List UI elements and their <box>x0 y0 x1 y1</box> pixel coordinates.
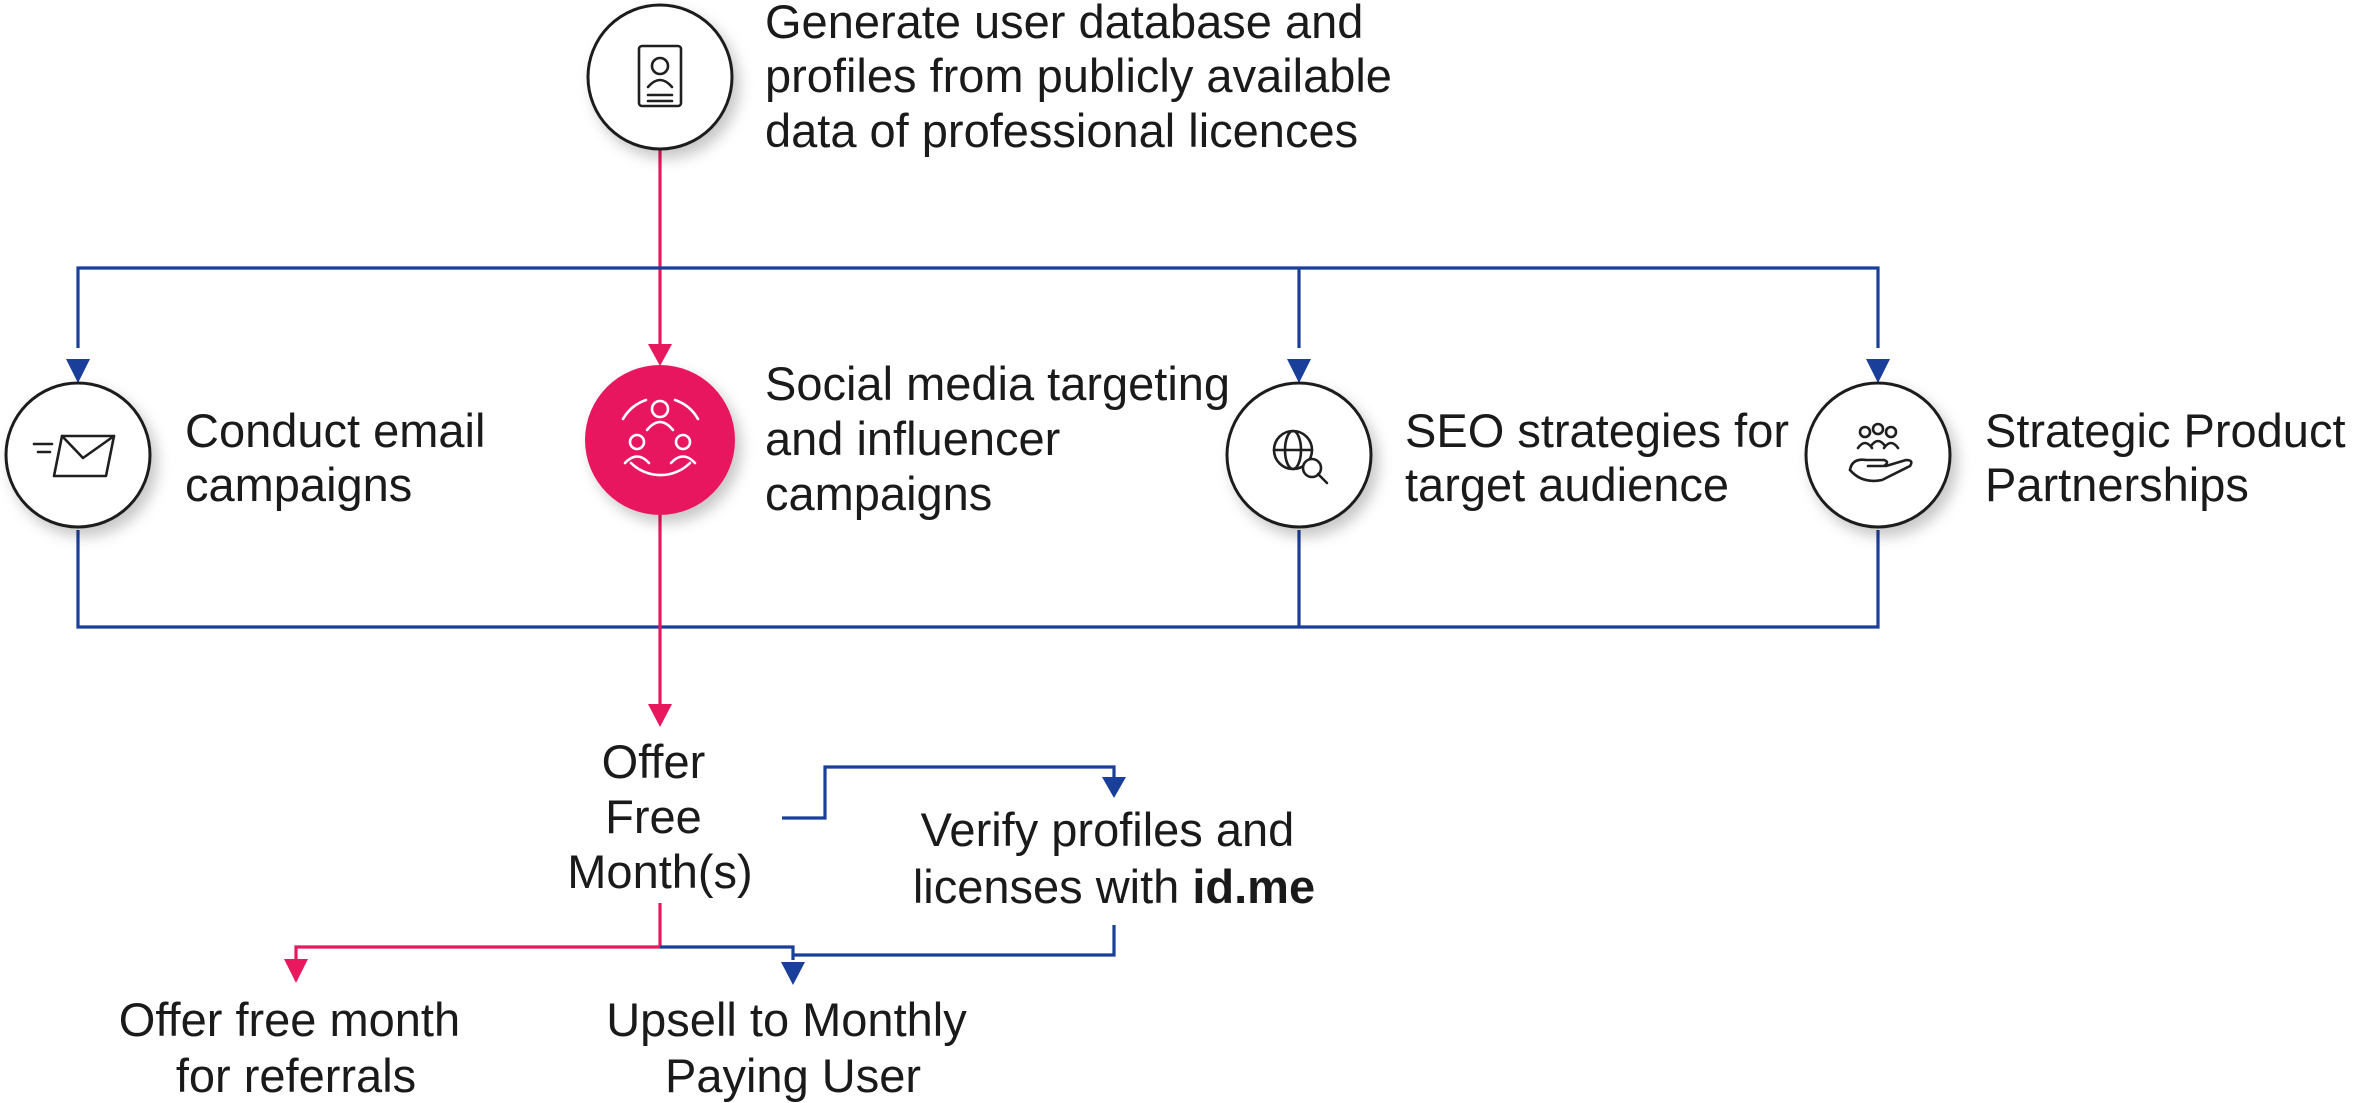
node-social <box>585 365 735 515</box>
email-label-line-1: Conduct email <box>185 404 485 457</box>
connector-verify-to-upsell <box>793 925 1116 957</box>
partnerships-label: Strategic Product Partnerships <box>1985 404 2356 511</box>
upsell-label: Upsell to Monthly Paying User <box>606 993 980 1102</box>
connector-distribution-bus <box>76 266 1880 348</box>
referral-label-line-2: for referrals <box>176 1049 416 1102</box>
arrowhead-verify <box>1102 777 1126 798</box>
connector-offer-to-referral <box>294 903 662 960</box>
verify-label-line-2: licenses with id.me <box>913 860 1315 913</box>
verify-label: Verify profiles and licenses with id.me <box>913 803 1315 913</box>
email-label-line-2: campaigns <box>185 458 412 511</box>
people-network-icon <box>621 398 700 477</box>
arrowhead-offer <box>648 704 672 727</box>
node-seo <box>1225 381 1373 529</box>
seo-label-line-1: SEO strategies for <box>1405 404 1789 457</box>
seo-label: SEO strategies for target audience <box>1405 404 1802 511</box>
social-label-line-3: campaigns <box>765 467 992 520</box>
verify-label-prefix: licenses with <box>913 860 1193 913</box>
offer-label-line-2: Free <box>605 790 702 843</box>
upsell-label-line-2: Paying User <box>665 1049 921 1102</box>
connectors <box>66 150 1890 985</box>
partnerships-label-line-2: Partnerships <box>1985 458 2249 511</box>
source-label-line-1: Generate user database and <box>765 0 1363 48</box>
idme-brand: id.me <box>1192 860 1315 913</box>
connector-offer-to-verify <box>782 765 1116 820</box>
node-email <box>4 381 152 529</box>
partnerships-label-line-1: Strategic Product <box>1985 404 2346 457</box>
node-source <box>586 3 734 151</box>
offer-label-line-1: Offer <box>602 735 706 788</box>
upsell-label-line-1: Upsell to Monthly <box>606 993 967 1046</box>
verify-label-line-1: Verify profiles and <box>921 803 1295 856</box>
referral-label: Offer free month for referrals <box>119 993 473 1102</box>
connector-offer-to-upsell <box>660 945 795 960</box>
source-label-line-2: profiles from publicly available <box>765 49 1392 102</box>
arrowhead-upsell <box>781 962 805 985</box>
arrowhead-seo <box>1287 359 1311 383</box>
node-partnerships <box>1804 381 1952 529</box>
seo-label-line-2: target audience <box>1405 458 1729 511</box>
source-label-line-3: data of professional licences <box>765 104 1358 157</box>
arrowhead-referral <box>284 959 308 983</box>
social-label: Social media targeting and influencer ca… <box>765 357 1243 520</box>
source-label: Generate user database and profiles from… <box>765 0 1405 157</box>
globe-search-icon <box>1272 429 1329 485</box>
profile-document-icon <box>637 44 683 108</box>
arrowhead-social <box>648 344 672 366</box>
hand-people-icon <box>1848 422 1913 483</box>
social-label-line-2: and influencer <box>765 412 1060 465</box>
offer-label: Offer Free Month(s) <box>567 735 752 898</box>
arrowhead-partnerships <box>1866 359 1890 383</box>
email-send-icon <box>32 434 116 478</box>
social-label-line-1: Social media targeting <box>765 357 1230 410</box>
email-label: Conduct email campaigns <box>185 404 499 511</box>
offer-label-line-3: Month(s) <box>567 845 752 898</box>
connector-collection-bus <box>76 530 1880 629</box>
referral-label-line-1: Offer free month <box>119 993 460 1046</box>
arrowhead-email <box>66 359 90 383</box>
